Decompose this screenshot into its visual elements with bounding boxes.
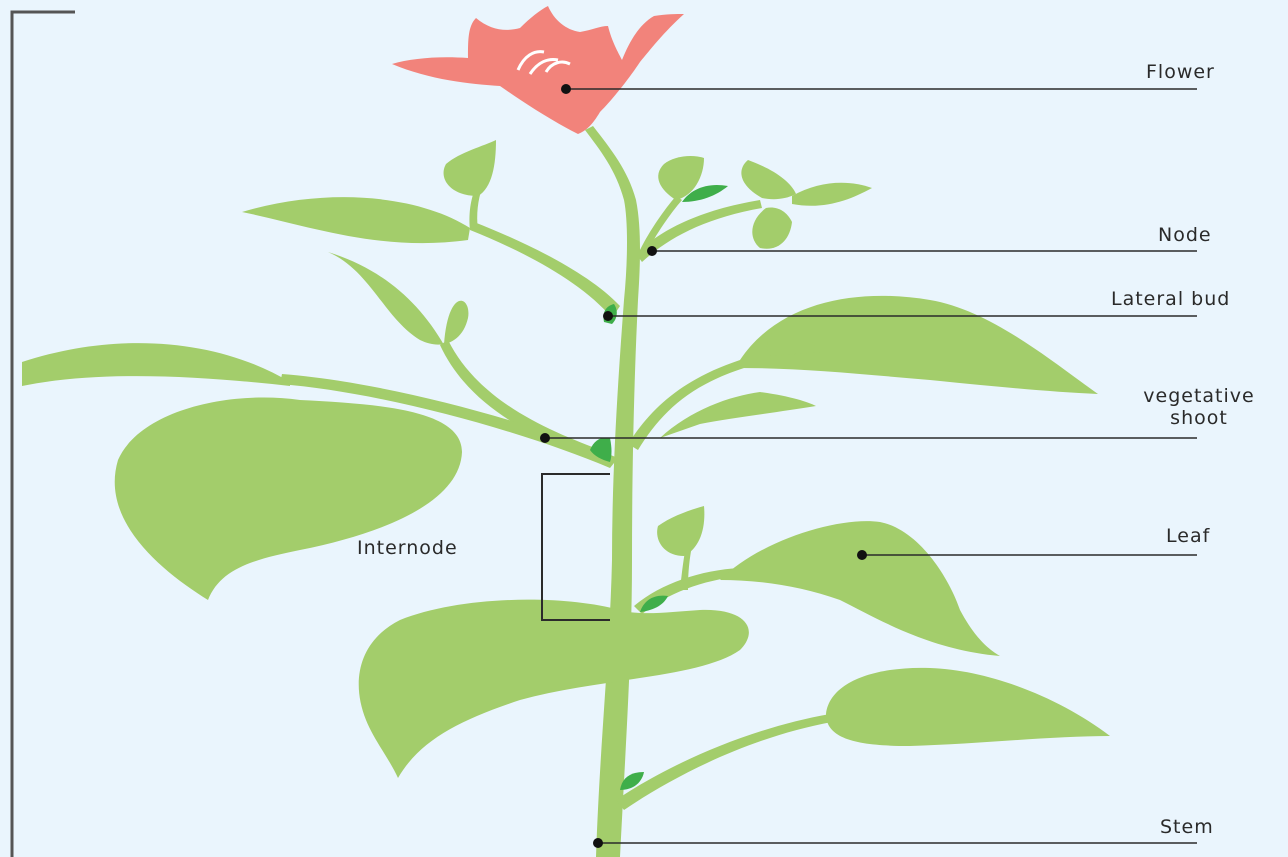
leaves-group [22, 126, 1110, 857]
right-leaf [720, 521, 1000, 656]
leaf-dot [857, 550, 867, 560]
vegetative-shoot-label-line2: shoot [1116, 407, 1282, 429]
big-left-leaf [115, 398, 462, 601]
upper-right-leaf-c [792, 183, 872, 206]
lower-left-leaf [359, 600, 749, 778]
node-dot [647, 246, 657, 256]
far-left-leaf [22, 343, 290, 386]
lateral-bud-dot [603, 311, 613, 321]
node-label: Node [1158, 224, 1212, 246]
vegetative-shoot-label: vegetative shoot [1116, 385, 1282, 429]
main-stem [585, 126, 640, 857]
bottom-right-branch [616, 714, 832, 810]
left-bracket [12, 12, 75, 857]
lower-right-small-leaf [657, 506, 704, 556]
flower-dot [561, 84, 571, 94]
bottom-right-leaf [826, 668, 1110, 746]
leaf-label: Leaf [1166, 525, 1210, 547]
lateral-bud-label: Lateral bud [1111, 288, 1230, 310]
upper-left-branch [470, 222, 620, 318]
mid-left-branch [440, 340, 606, 462]
flower-label: Flower [1146, 61, 1215, 83]
stem-dot [593, 838, 603, 848]
stem-label: Stem [1160, 816, 1214, 838]
vegetative-shoot-dot [540, 433, 550, 443]
internode-label: Internode [357, 537, 458, 559]
mid-left-leaf [328, 252, 468, 345]
vegetative-shoot-label-line1: vegetative [1116, 385, 1282, 407]
vegetative-shoot-small-leaf [660, 392, 816, 438]
upper-left-small-leaf [444, 140, 496, 196]
upper-right-leaf-d [752, 208, 792, 249]
flower-illustration [392, 6, 684, 134]
internode-bracket [542, 474, 610, 620]
flower-petals [392, 6, 684, 134]
upper-left-leaf [242, 197, 470, 243]
upper-right-leaf-b [741, 160, 796, 199]
